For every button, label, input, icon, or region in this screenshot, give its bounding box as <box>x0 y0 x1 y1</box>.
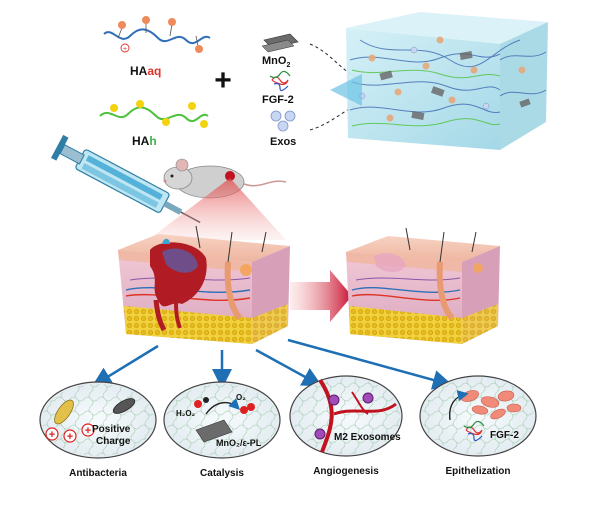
plus-sign: + <box>214 64 232 97</box>
panel-angiogenesis: M2 Exosomes <box>289 375 403 457</box>
bacterium-yellow-icon <box>54 399 74 425</box>
angiogenesis-caption: Angiogenesis <box>313 466 379 477</box>
panel-catalysis: H₂O₂ O₂ MnO₂/ε-PL <box>163 381 281 459</box>
panel-epithelization: FGF-2 <box>419 375 537 457</box>
exosome-icon-3 <box>314 428 326 440</box>
svg-text:+: + <box>49 429 55 441</box>
exosome-icon-1 <box>328 394 340 406</box>
haaq-label: HAaq <box>130 64 161 78</box>
svg-text:+: + <box>67 431 73 443</box>
mno2-nanosheet-icon <box>261 33 299 53</box>
exosome-icon <box>270 110 296 132</box>
bacterium-dark-icon <box>112 398 136 414</box>
epithelization-caption: Epithelization <box>446 466 511 477</box>
mno2-epl-label: MnO₂/ε-PL <box>216 438 262 448</box>
laser-beam <box>148 178 286 240</box>
syringe-icon <box>51 134 201 224</box>
fgf2-protein-small-icon <box>463 420 485 442</box>
wounded-skin-block <box>118 225 290 344</box>
h2o2-label: H₂O₂ <box>176 409 196 418</box>
exos-label: Exos <box>270 136 296 148</box>
mechanism-arrows <box>91 338 453 390</box>
haaq-polymer: + <box>103 16 211 53</box>
fgf2-label: FGF-2 <box>262 94 294 106</box>
o2-label: O₂ <box>236 393 246 402</box>
mno2-label: MnO2 <box>262 55 290 69</box>
panel-antibacteria: + + + Positive Charge <box>39 381 157 459</box>
healing-arrow <box>290 270 352 322</box>
svg-text:+: + <box>85 425 91 437</box>
fgf2-protein-icon <box>269 70 291 92</box>
antibacteria-caption: Antibacteria <box>69 468 127 479</box>
catalysis-caption: Catalysis <box>200 468 244 479</box>
exosome-icon-2 <box>362 392 374 404</box>
fgf2-small-label: FGF-2 <box>490 430 519 441</box>
hah-polymer <box>99 100 209 128</box>
hah-label: HAh <box>132 134 157 148</box>
positive-label: Positive <box>92 424 131 435</box>
healed-skin-block <box>346 227 500 344</box>
mno2-sheet-icon <box>195 419 233 443</box>
hydrogel-cube <box>330 12 548 150</box>
svg-text:+: + <box>123 46 127 53</box>
m2-exosomes-label: M2 Exosomes <box>334 432 401 443</box>
charge-label: Charge <box>96 436 131 447</box>
